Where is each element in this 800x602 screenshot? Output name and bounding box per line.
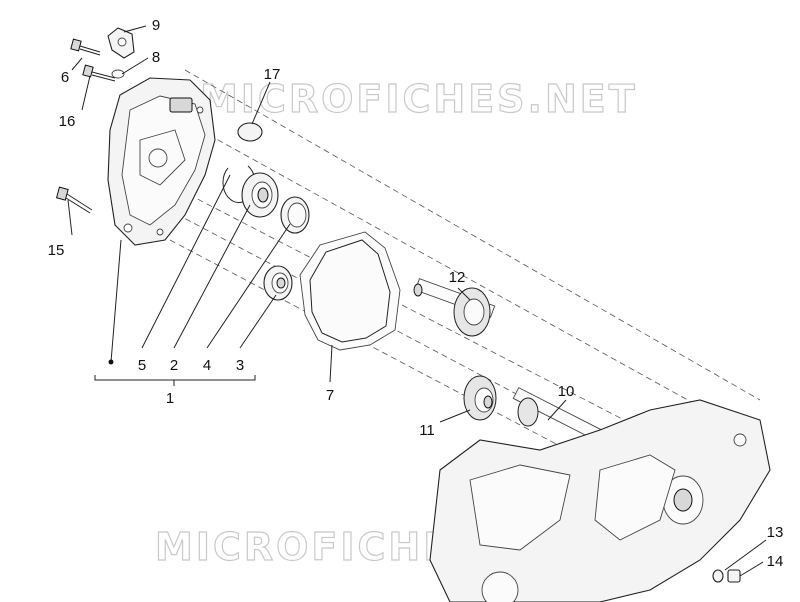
callout-11: 11	[419, 422, 435, 439]
gear-11	[463, 375, 497, 421]
crankcase	[429, 399, 771, 602]
leader-lines	[67, 25, 767, 577]
callout-12: 12	[449, 269, 466, 286]
callout-labels: 1 2 3 4 5 6 7 8 9 10 11 12 13 14 15 16 1…	[48, 17, 784, 570]
callout-16: 16	[59, 113, 76, 130]
gasket-7	[299, 231, 401, 351]
callout-8: 8	[152, 49, 160, 66]
callout-17: 17	[264, 66, 281, 83]
callout-6: 6	[61, 69, 69, 86]
bolt-16	[82, 64, 116, 82]
bearing-2	[241, 172, 279, 218]
callout-4: 4	[203, 357, 211, 374]
callout-3: 3	[236, 357, 244, 374]
callout-10: 10	[558, 383, 575, 400]
watermark-top: MICROFICHES.NET	[200, 77, 638, 121]
reference-dot	[108, 359, 114, 365]
callout-7: 7	[326, 387, 334, 404]
bolt-15	[55, 186, 93, 214]
clip-8	[111, 69, 125, 79]
callout-15: 15	[48, 242, 65, 259]
callout-9: 9	[152, 17, 160, 34]
seal-4	[280, 196, 310, 234]
callout-1: 1	[166, 390, 174, 407]
callout-5: 5	[138, 357, 146, 374]
bolt-6	[70, 38, 101, 56]
callout-2: 2	[170, 357, 178, 374]
callout-14: 14	[767, 553, 784, 570]
plug-17	[237, 122, 263, 142]
gear-shaft-12	[413, 278, 496, 337]
washer-13	[712, 569, 724, 583]
bearing-3	[263, 265, 293, 301]
transmission-cover	[107, 77, 216, 246]
callout-13: 13	[767, 524, 784, 541]
bolt-14	[727, 569, 741, 583]
bracket-9	[107, 27, 135, 59]
